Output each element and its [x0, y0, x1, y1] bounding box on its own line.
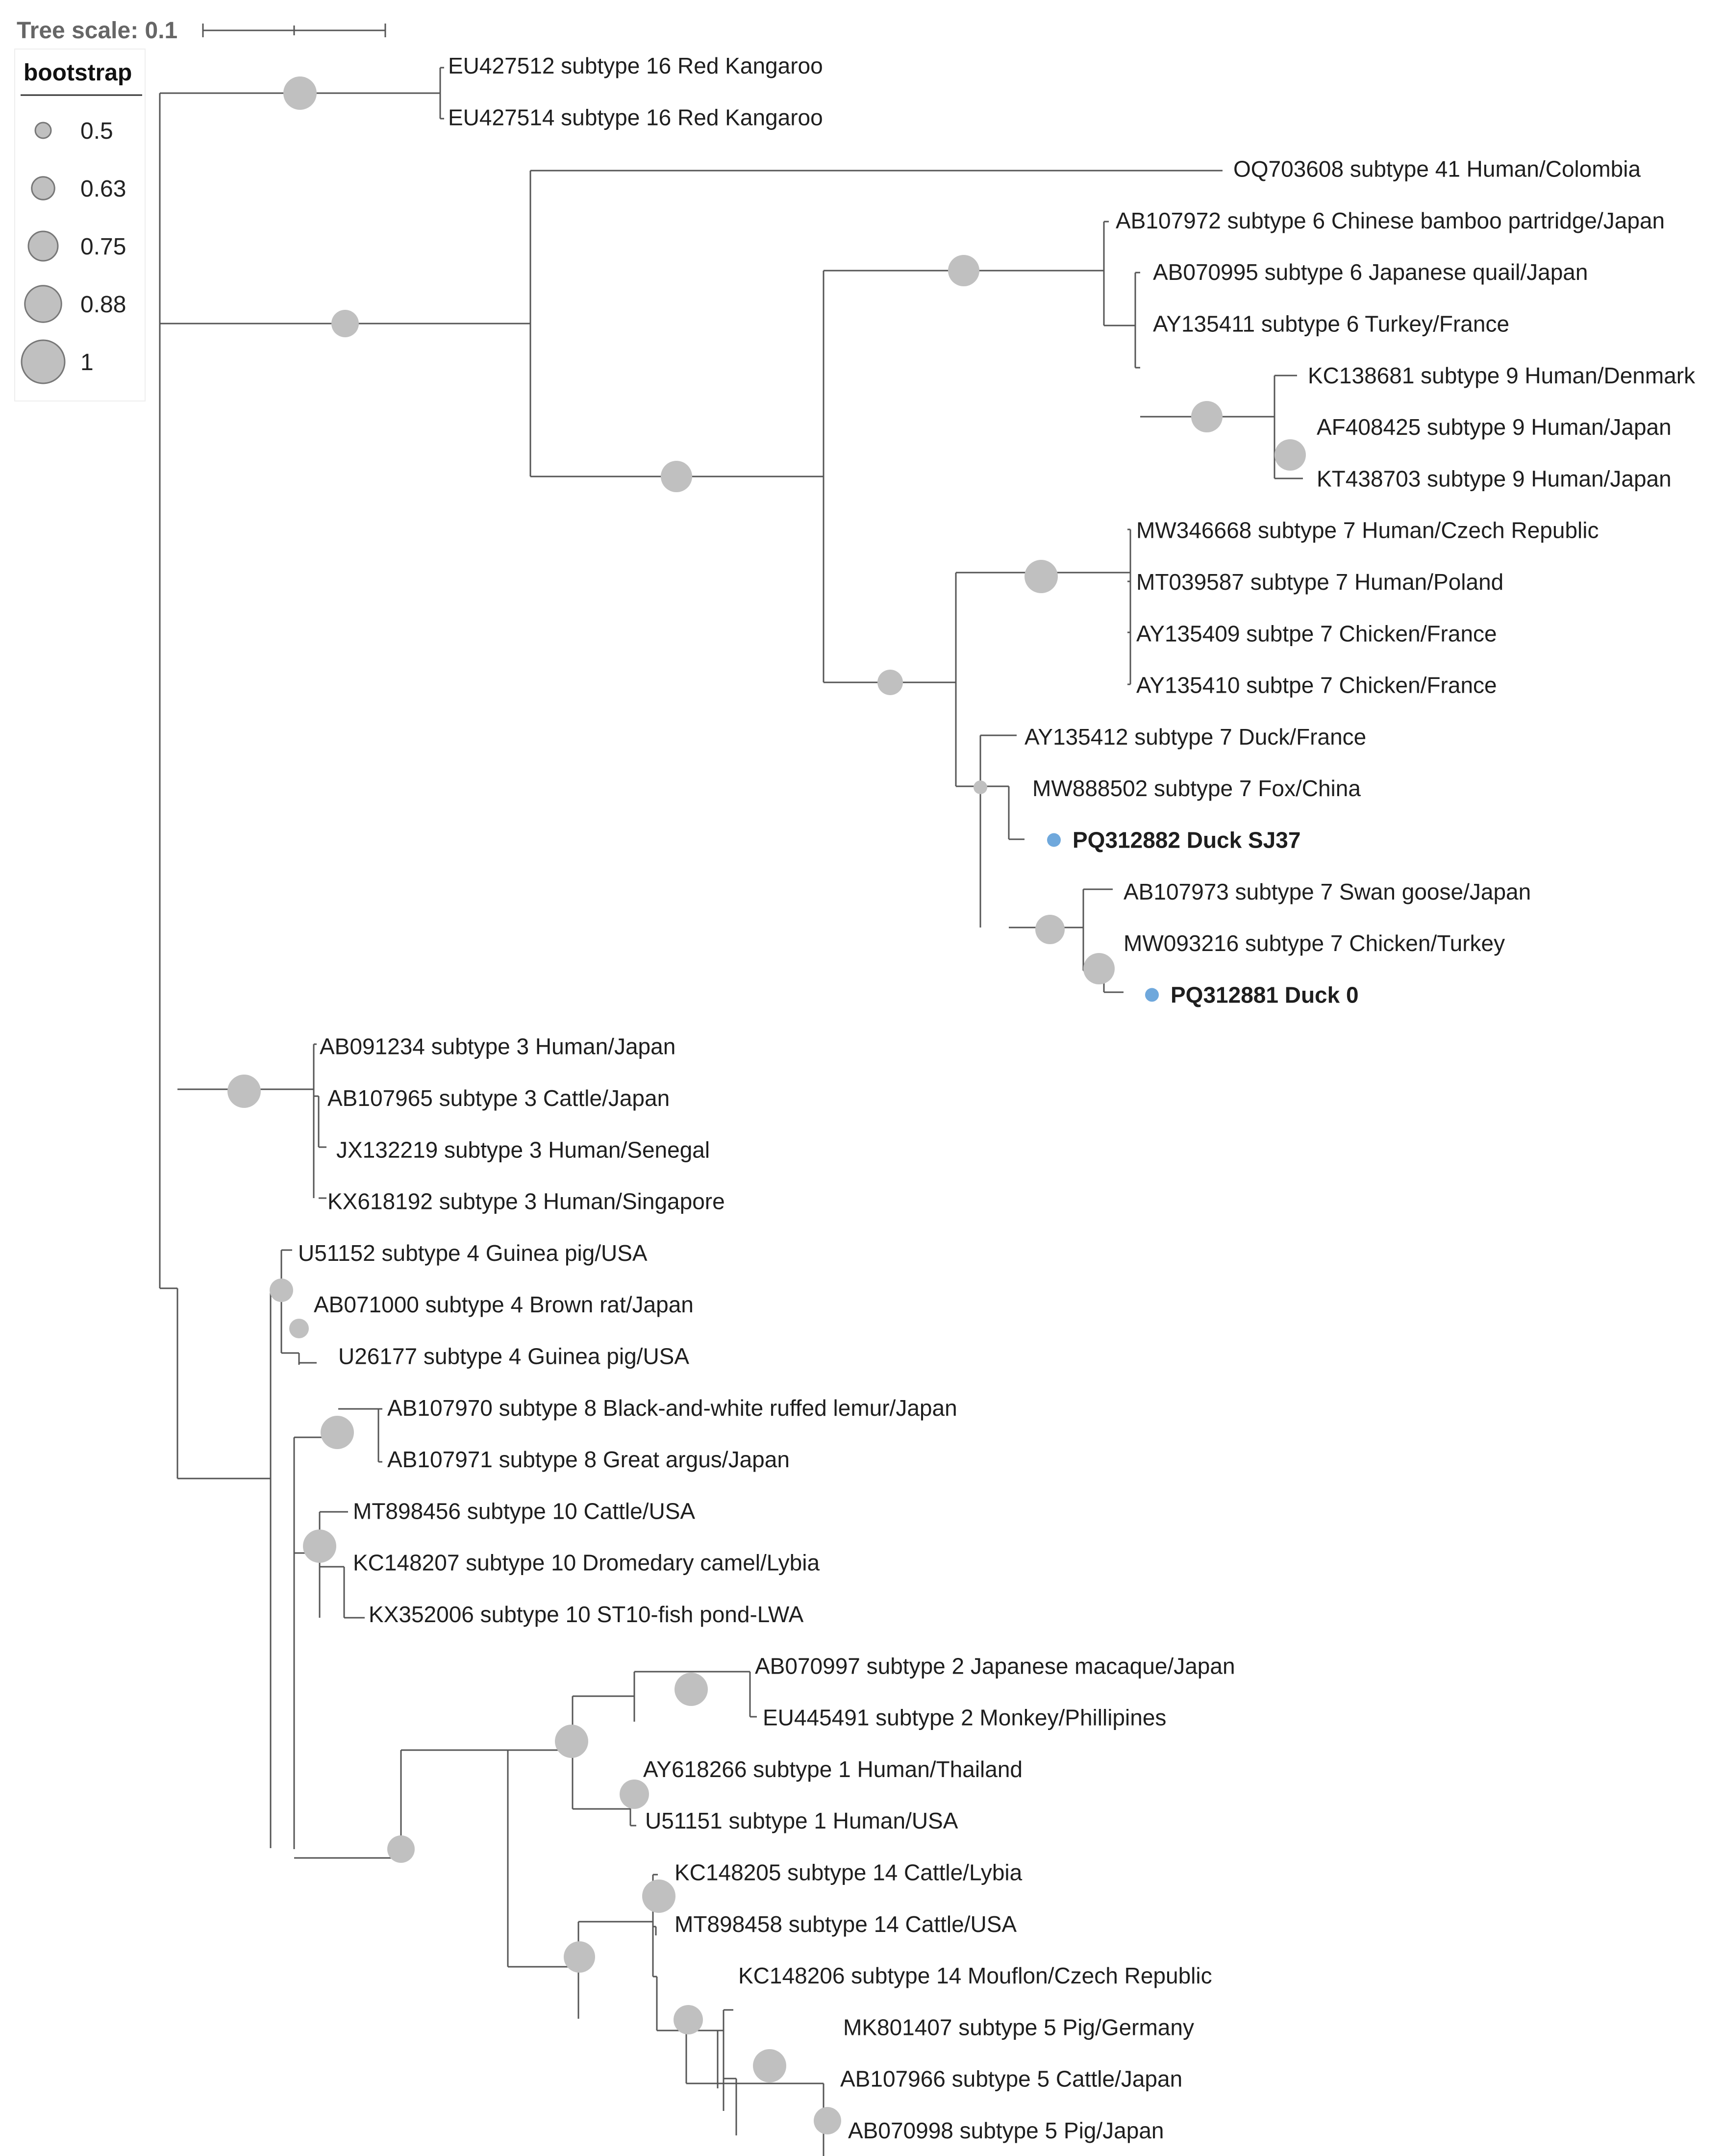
legend-label: 1 [80, 350, 94, 376]
leaf-label: KC148207 subtype 10 Dromedary camel/Lybi… [353, 1550, 820, 1576]
leaf-label: MT898458 subtype 14 Cattle/USA [675, 1911, 1017, 1937]
leaf-label: PQ312882 Duck SJ37 [1073, 827, 1300, 853]
leaf-label: EU427512 subtype 16 Red Kangaroo [448, 53, 823, 78]
legend-dot [31, 176, 55, 201]
bootstrap-dot [661, 461, 692, 492]
leaf-label: AB070998 subtype 5 Pig/Japan [848, 2118, 1164, 2143]
bootstrap-legend: bootstrap 0.5 0.63 0.75 0.88 1 [14, 49, 146, 401]
bootstrap-dot [1191, 401, 1223, 432]
bootstrap-dot [1035, 915, 1065, 944]
leaf-label: JX132219 subtype 3 Human/Senegal [336, 1137, 710, 1162]
legend-dot [24, 285, 62, 323]
leaf-label: AB107972 subtype 6 Chinese bamboo partri… [1116, 208, 1665, 233]
leaf-label: OQ703608 subtype 41 Human/Colombia [1233, 156, 1641, 182]
legend-dot [21, 339, 66, 384]
bootstrap-dot [674, 2005, 703, 2034]
bootstrap-dot [283, 76, 317, 110]
bootstrap-dot [974, 780, 987, 794]
legend-title: bootstrap [24, 60, 132, 86]
leaf-label: AB091234 subtype 3 Human/Japan [320, 1034, 675, 1059]
bootstrap-dot [1083, 953, 1115, 984]
legend-label: 0.88 [80, 292, 126, 318]
bootstrap-dot [1024, 560, 1058, 593]
bootstrap-dot [620, 1780, 649, 1809]
legend-label: 0.63 [80, 176, 126, 202]
bootstrap-dots [227, 76, 1306, 2134]
leaf-label: KX618192 subtype 3 Human/Singapore [327, 1189, 725, 1214]
leaf-label: KC148205 subtype 14 Cattle/Lybia [675, 1860, 1023, 1885]
leaf-label: AB107966 subtype 5 Cattle/Japan [840, 2066, 1182, 2092]
leaf-label: AY135412 subtype 7 Duck/France [1024, 724, 1366, 750]
leaf-label: MW346668 subtype 7 Human/Czech Republic [1136, 518, 1599, 543]
leaf-label: PQ312881 Duck 0 [1171, 982, 1359, 1007]
leaf-label: U26177 subtype 4 Guinea pig/USA [338, 1344, 689, 1369]
leaf-label: MT898456 subtype 10 Cattle/USA [353, 1498, 695, 1524]
tree-branches [159, 67, 1303, 2156]
legend-dot [27, 230, 59, 262]
bootstrap-dot [948, 255, 979, 286]
highlight-dot [1047, 833, 1061, 847]
bootstrap-dot [387, 1835, 415, 1863]
bootstrap-dot [331, 310, 359, 337]
bootstrap-dot [270, 1279, 293, 1302]
leaf-label: KC138681 subtype 9 Human/Denmark [1308, 363, 1696, 388]
bootstrap-dot [877, 670, 903, 695]
bootstrap-dot [227, 1075, 261, 1108]
leaf-label: AB107965 subtype 3 Cattle/Japan [327, 1085, 670, 1111]
leaf-label: AB107970 subtype 8 Black-and-white ruffe… [387, 1395, 957, 1421]
leaf-label: MW888502 subtype 7 Fox/China [1032, 776, 1361, 801]
legend-label: 0.5 [80, 118, 113, 144]
highlight-dot [1145, 988, 1159, 1002]
leaf-label: AB071000 subtype 4 Brown rat/Japan [314, 1292, 694, 1317]
leaf-label: KC148206 subtype 14 Mouflon/Czech Republ… [738, 1963, 1212, 1988]
legend-dot [34, 122, 52, 139]
leaf-label: AY618266 subtype 1 Human/Thailand [643, 1756, 1023, 1782]
leaf-label: AB107971 subtype 8 Great argus/Japan [387, 1447, 790, 1472]
leaf-label: AY135409 subtpe 7 Chicken/France [1136, 621, 1497, 646]
bootstrap-dot [564, 1941, 595, 1973]
branch [159, 67, 1303, 2156]
bootstrap-dot [289, 1319, 309, 1338]
leaf-label: MK801407 subtype 5 Pig/Germany [843, 2014, 1194, 2040]
tree-scale: Tree scale: 0.1 [17, 18, 386, 44]
leaf-label: EU427514 subtype 16 Red Kangaroo [448, 104, 823, 130]
leaf-labels: EU427512 subtype 16 Red KangarooEU427514… [298, 53, 1696, 2143]
bootstrap-dot [814, 2107, 841, 2134]
tree-scale-label: Tree scale: 0.1 [17, 18, 177, 44]
legend-label: 0.75 [80, 234, 126, 260]
bootstrap-dot [1274, 439, 1306, 471]
leaf-label: U51152 subtype 4 Guinea pig/USA [298, 1240, 648, 1266]
leaf-label: AB070997 subtype 2 Japanese macaque/Japa… [755, 1653, 1235, 1679]
leaf-label: KX352006 subtype 10 ST10-fish pond-LWA [369, 1602, 804, 1627]
leaf-label: EU445491 subtype 2 Monkey/Phillipines [763, 1705, 1166, 1730]
leaf-label: AY135411 subtype 6 Turkey/France [1153, 311, 1509, 337]
leaf-label: AY135410 subtpe 7 Chicken/France [1136, 673, 1497, 698]
leaf-label: KT438703 subtype 9 Human/Japan [1317, 466, 1672, 491]
leaf-label: MT039587 subtype 7 Human/Poland [1136, 569, 1503, 595]
bootstrap-dot [303, 1529, 336, 1563]
bootstrap-dot [753, 2049, 786, 2082]
leaf-label: MW093216 subtype 7 Chicken/Turkey [1124, 930, 1505, 956]
bootstrap-dot [321, 1416, 354, 1449]
leaf-label: AF408425 subtype 9 Human/Japan [1317, 414, 1672, 440]
leaf-label: AB070995 subtype 6 Japanese quail/Japan [1153, 259, 1588, 285]
bootstrap-dot [555, 1725, 588, 1758]
leaf-label: AB107973 subtype 7 Swan goose/Japan [1124, 879, 1531, 904]
leaf-label: U51151 subtype 1 Human/USA [645, 1808, 958, 1833]
bootstrap-dot [675, 1673, 708, 1706]
bootstrap-dot [642, 1880, 675, 1913]
